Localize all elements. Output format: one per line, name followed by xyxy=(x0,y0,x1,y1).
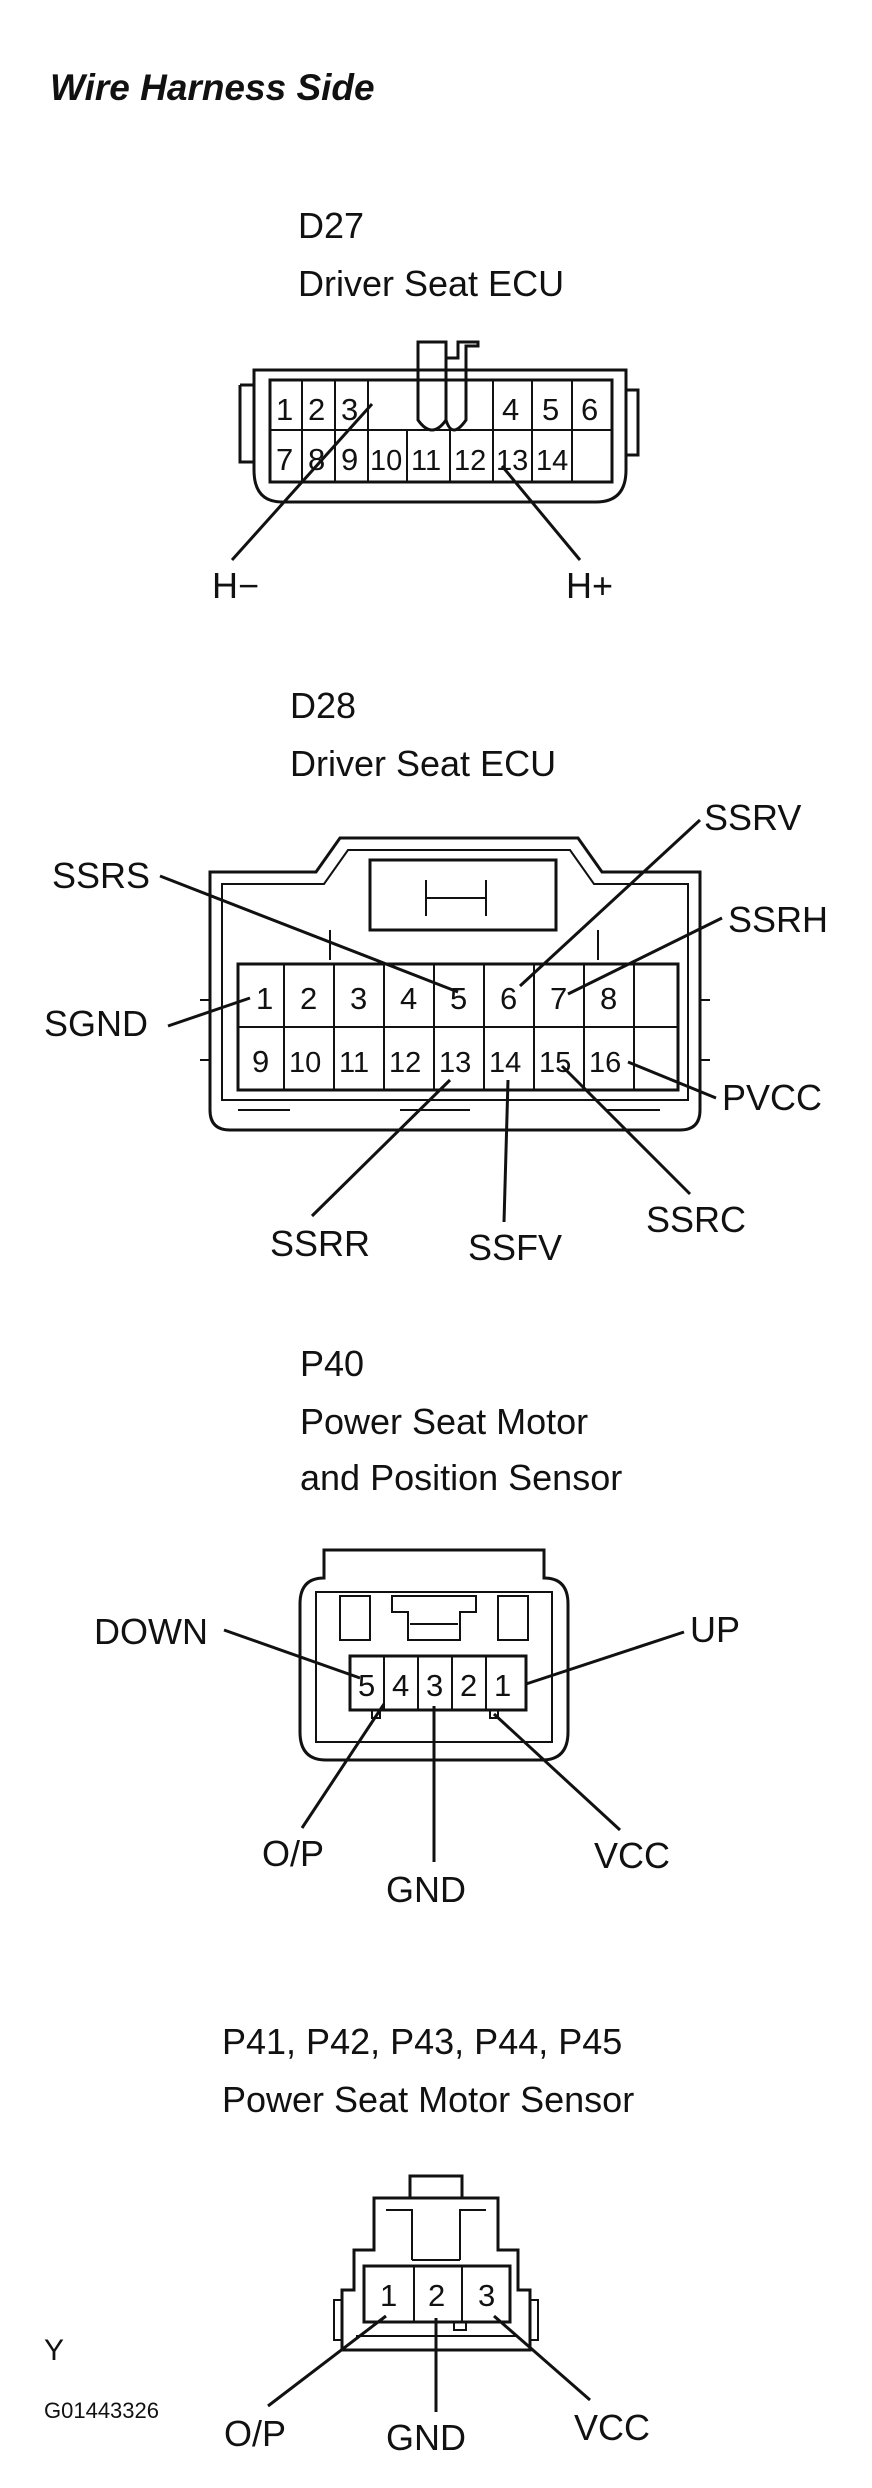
d28-pin-11: 11 xyxy=(339,1047,369,1079)
d27-h-plus-label: H+ xyxy=(566,565,613,606)
p40-op-leader xyxy=(300,1703,386,1829)
d28-sgnd-leader xyxy=(167,996,251,1028)
d28-name: Driver Seat ECU xyxy=(290,743,556,784)
figure-id: G01443326 xyxy=(44,2398,159,2423)
p41-vcc-leader xyxy=(493,2314,591,2402)
d28-ssrc-label: SSRC xyxy=(646,1199,746,1240)
p40-up-leader xyxy=(525,1630,685,1686)
d28-ssrs-leader xyxy=(159,874,459,994)
d28-pin-6: 6 xyxy=(500,981,517,1016)
d28-pin-2: 2 xyxy=(300,981,317,1016)
p40-section: P40 Power Seat Motor and Position Sensor… xyxy=(94,1343,740,1910)
d28-pin-13: 13 xyxy=(439,1047,471,1079)
page-title: Wire Harness Side xyxy=(50,67,375,108)
p40-code: P40 xyxy=(300,1343,364,1384)
p41-vcc-label: VCC xyxy=(574,2407,650,2448)
d28-ssrv-label: SSRV xyxy=(704,797,801,838)
d27-h-minus-label: H− xyxy=(212,565,259,606)
d28-ssrc-leader xyxy=(560,1064,692,1196)
d28-pin-14: 14 xyxy=(489,1047,521,1079)
d27-code: D27 xyxy=(298,205,364,246)
d28-pin-7: 7 xyxy=(550,981,567,1016)
d27-pin-9: 9 xyxy=(341,442,358,477)
corner-mark: Y xyxy=(44,2334,64,2367)
p40-pin-3: 3 xyxy=(426,1668,443,1703)
d28-ssrh-label: SSRH xyxy=(728,899,828,940)
d28-pin-12: 12 xyxy=(389,1047,421,1079)
d27-h-minus-leader xyxy=(230,402,374,562)
d28-pin-4: 4 xyxy=(400,981,417,1016)
d28-pin-1: 1 xyxy=(256,981,273,1016)
d27-connector xyxy=(238,340,640,504)
d28-pin-10: 10 xyxy=(289,1047,321,1079)
d27-pin-7: 7 xyxy=(276,442,293,477)
p40-pin-2: 2 xyxy=(460,1668,477,1703)
p40-vcc-leader xyxy=(492,1712,622,1832)
d27-pin-3: 3 xyxy=(341,392,358,427)
d28-pin-15: 15 xyxy=(539,1047,571,1079)
d27-pin-11: 11 xyxy=(411,445,441,477)
d27-section: D27 Driver Seat ECU 1 2 3 4 5 6 7 8 9 xyxy=(212,205,640,606)
d28-pin-3: 3 xyxy=(350,981,367,1016)
d27-name: Driver Seat ECU xyxy=(298,263,564,304)
p40-pin-5: 5 xyxy=(358,1668,375,1703)
d28-connector xyxy=(200,836,710,1132)
p40-up-label: UP xyxy=(690,1609,740,1650)
p40-op-label: O/P xyxy=(262,1833,324,1874)
d27-pin-6: 6 xyxy=(581,392,598,427)
p41-pin-2: 2 xyxy=(428,2278,445,2313)
p40-name-line1: Power Seat Motor xyxy=(300,1401,588,1442)
d28-section: D28 Driver Seat ECU 1 2 3 4 5 6 7 8 9 xyxy=(44,685,828,1268)
d27-pin-1: 1 xyxy=(276,392,293,427)
p40-gnd-label: GND xyxy=(386,1869,466,1910)
p40-name-line2: and Position Sensor xyxy=(300,1457,622,1498)
d28-pvcc-label: PVCC xyxy=(722,1077,822,1118)
d28-ssfv-label: SSFV xyxy=(468,1227,562,1268)
d28-pin-9: 9 xyxy=(252,1044,269,1079)
d28-ssrr-leader xyxy=(310,1078,452,1218)
d28-pin-16: 16 xyxy=(589,1047,621,1079)
p41-pin-3: 3 xyxy=(478,2278,495,2313)
d28-pin-5: 5 xyxy=(450,981,467,1016)
d28-pin-8: 8 xyxy=(600,981,617,1016)
p40-vcc-label: VCC xyxy=(594,1835,670,1876)
d28-ssrs-label: SSRS xyxy=(52,855,150,896)
d28-ssrv-leader xyxy=(518,818,702,988)
d28-ssrh-leader xyxy=(567,916,723,996)
d27-pin-10: 10 xyxy=(370,445,402,477)
d27-pin-14: 14 xyxy=(536,445,568,477)
d28-pvcc-leader xyxy=(627,1060,717,1100)
p41-gnd-label: GND xyxy=(386,2417,466,2458)
p41-pin-1: 1 xyxy=(380,2278,397,2313)
d27-h-plus-leader xyxy=(500,465,582,561)
d27-pin-4: 4 xyxy=(502,392,519,427)
p41-section: P41, P42, P43, P44, P45 Power Seat Motor… xyxy=(222,2021,650,2458)
p41-op-label: O/P xyxy=(224,2413,286,2454)
p40-down-label: DOWN xyxy=(94,1611,208,1652)
p41-op-leader xyxy=(267,2314,387,2408)
p41-connector xyxy=(333,2174,539,2352)
d28-code: D28 xyxy=(290,685,356,726)
d28-sgnd-label: SGND xyxy=(44,1003,148,1044)
d27-pin-12: 12 xyxy=(454,445,486,477)
p41-name: Power Seat Motor Sensor xyxy=(222,2079,634,2120)
p40-pin-1: 1 xyxy=(494,1668,511,1703)
d27-pin-8: 8 xyxy=(308,442,325,477)
d27-pin-13: 13 xyxy=(496,445,528,477)
d28-ssrr-label: SSRR xyxy=(270,1223,370,1264)
p41-code: P41, P42, P43, P44, P45 xyxy=(222,2021,622,2062)
d28-ssfv-leader xyxy=(502,1079,510,1223)
p40-pin-4: 4 xyxy=(392,1668,409,1703)
d27-pin-5: 5 xyxy=(542,392,559,427)
d27-pin-2: 2 xyxy=(308,392,325,427)
p40-down-leader xyxy=(223,1628,361,1680)
